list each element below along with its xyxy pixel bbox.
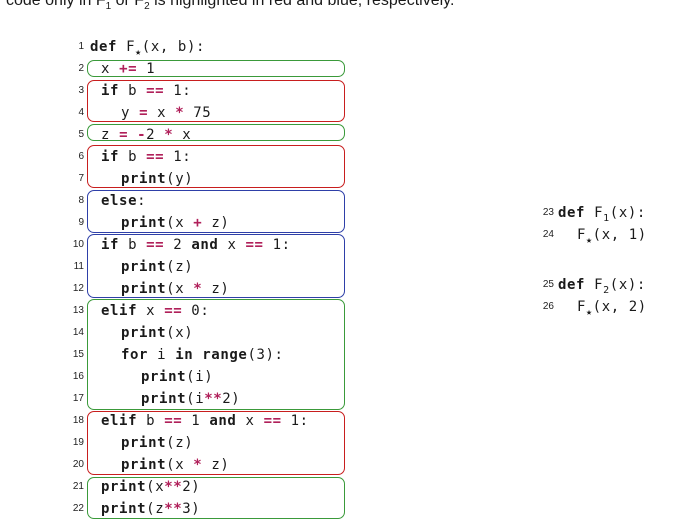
line-number: 26 — [542, 301, 554, 312]
code-line: for i in range(3): — [121, 347, 284, 363]
code-line: if b == 2 and x == 1: — [101, 237, 291, 253]
code-line: F★(x, 2) — [577, 299, 647, 318]
code-line: else: — [101, 193, 147, 209]
f1-only-block-lines-18-20 — [87, 411, 345, 475]
code-line: print(i) — [141, 369, 214, 385]
code-line: def F1(x): — [558, 205, 646, 224]
caption-subscript-1: 1 — [105, 1, 112, 12]
code-line: print(x + z) — [121, 215, 230, 231]
code-line: print(z) — [121, 259, 194, 275]
f2-only-block-lines-8-9 — [87, 190, 345, 233]
code-line: x += 1 — [101, 61, 156, 77]
code-line: if b == 1: — [101, 83, 192, 99]
line-number: 13 — [72, 305, 84, 316]
line-number: 1 — [78, 41, 84, 52]
caption-subscript-2: 2 — [144, 1, 150, 12]
code-line: z = -2 * x — [101, 127, 192, 143]
code-line: print(x) — [121, 325, 194, 341]
line-number: 4 — [78, 107, 84, 118]
line-number: 10 — [72, 239, 84, 250]
line-number: 25 — [542, 279, 554, 290]
line-number: 22 — [72, 503, 84, 514]
caption-text-2: or F — [111, 0, 145, 9]
code-line: print(z**3) — [101, 501, 201, 517]
caption-text-1: code only in F — [6, 0, 106, 9]
f1-only-block-lines-3-4 — [87, 80, 345, 122]
f2-only-block-lines-10-12 — [87, 234, 345, 298]
shared-block-line-2 — [87, 60, 345, 77]
line-number: 18 — [72, 415, 84, 426]
line-number: 11 — [73, 261, 84, 272]
line-number: 9 — [78, 217, 84, 228]
code-line: def F★(x, b): — [90, 39, 205, 58]
line-number: 14 — [72, 327, 84, 338]
line-number: 23 — [542, 207, 554, 218]
code-line: print(y) — [121, 171, 194, 187]
line-number: 21 — [72, 481, 84, 492]
line-number: 7 — [78, 173, 84, 184]
line-number: 2 — [78, 63, 84, 74]
f1-only-block-lines-6-7 — [87, 145, 345, 188]
caption-text-3: is highlighted in red and blue, respecti… — [149, 0, 455, 9]
line-number: 16 — [72, 371, 84, 382]
line-number: 8 — [78, 195, 84, 206]
shared-block-lines-13-17 — [87, 299, 345, 410]
code-line: elif b == 1 and x == 1: — [101, 413, 309, 429]
shared-block-line-5 — [87, 124, 345, 141]
figure-caption: code only in F1 or F2 is highlighted in … — [6, 0, 696, 22]
code-line: print(z) — [121, 435, 194, 451]
code-line: def F2(x): — [558, 277, 646, 296]
line-number: 15 — [72, 349, 84, 360]
line-number: 3 — [78, 85, 84, 96]
line-number: 19 — [72, 437, 84, 448]
line-number: 6 — [78, 151, 84, 162]
line-number: 5 — [78, 129, 84, 140]
shared-block-lines-21-22 — [87, 477, 345, 519]
code-line: elif x == 0: — [101, 303, 210, 319]
line-number: 24 — [542, 229, 554, 240]
code-line: print(x * z) — [121, 457, 230, 473]
line-number: 17 — [72, 393, 84, 404]
code-line: print(x**2) — [101, 479, 201, 495]
code-line: print(x * z) — [121, 281, 230, 297]
line-number: 12 — [72, 283, 84, 294]
code-line: y = x * 75 — [121, 105, 212, 121]
code-line: if b == 1: — [101, 149, 192, 165]
code-line: F★(x, 1) — [577, 227, 647, 246]
line-number: 20 — [72, 459, 84, 470]
code-line: print(i**2) — [141, 391, 241, 407]
